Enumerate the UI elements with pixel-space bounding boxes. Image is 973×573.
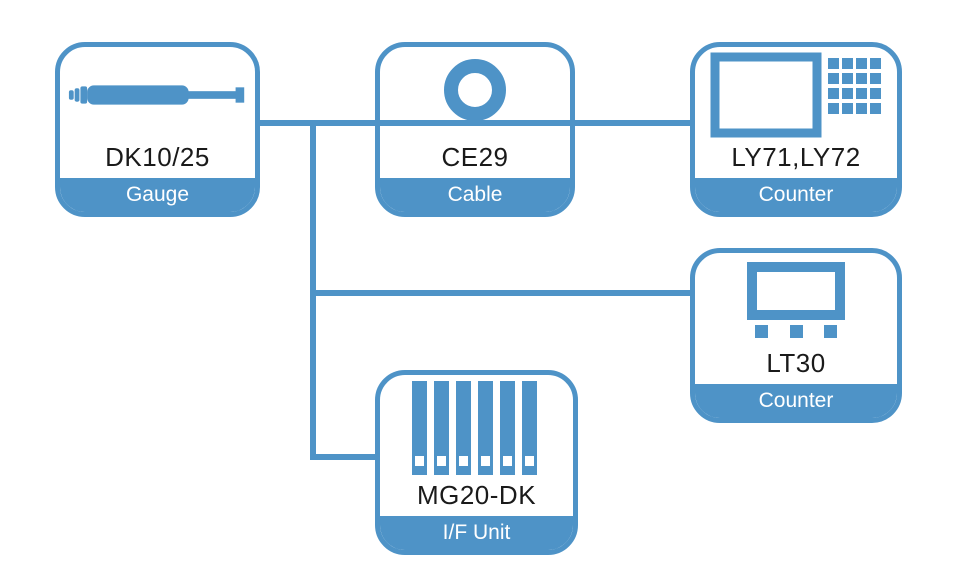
node-counter-lt: LT30 Counter: [690, 248, 902, 423]
node-model-label: DK10/25: [105, 142, 210, 173]
node-model-label: MG20-DK: [416, 480, 537, 511]
node-model-label: LY71,LY72: [731, 142, 861, 173]
counter-front-panel-icon: [695, 47, 897, 143]
counter-display-icon: [695, 253, 897, 349]
node-type-badge: Counter: [695, 384, 897, 418]
connector-gauge-to-cable: [256, 120, 380, 126]
node-cable: CE29 Cable: [375, 42, 575, 217]
node-counter-ly: LY71,LY72 Counter: [690, 42, 902, 217]
node-gauge: DK10/25 Gauge: [55, 42, 260, 217]
connector-trunk-to-counter-lt: [310, 290, 694, 296]
connector-cable-to-counter-ly: [570, 120, 694, 126]
connector-trunk-to-if-unit: [310, 454, 380, 460]
node-type-badge: Cable: [380, 178, 570, 212]
node-type-badge: Counter: [695, 178, 897, 212]
node-type-badge: Gauge: [60, 178, 255, 212]
cable-coil-icon: [380, 47, 570, 143]
node-model-label: LT30: [766, 348, 826, 379]
node-type-badge: I/F Unit: [380, 516, 573, 550]
gauge-probe-icon: [60, 47, 255, 143]
cable-through-line: [380, 120, 570, 126]
node-if-unit: MG20-DK I/F Unit: [375, 370, 578, 555]
node-model-label: CE29: [441, 142, 509, 173]
interface-unit-modules-icon: [380, 375, 573, 481]
